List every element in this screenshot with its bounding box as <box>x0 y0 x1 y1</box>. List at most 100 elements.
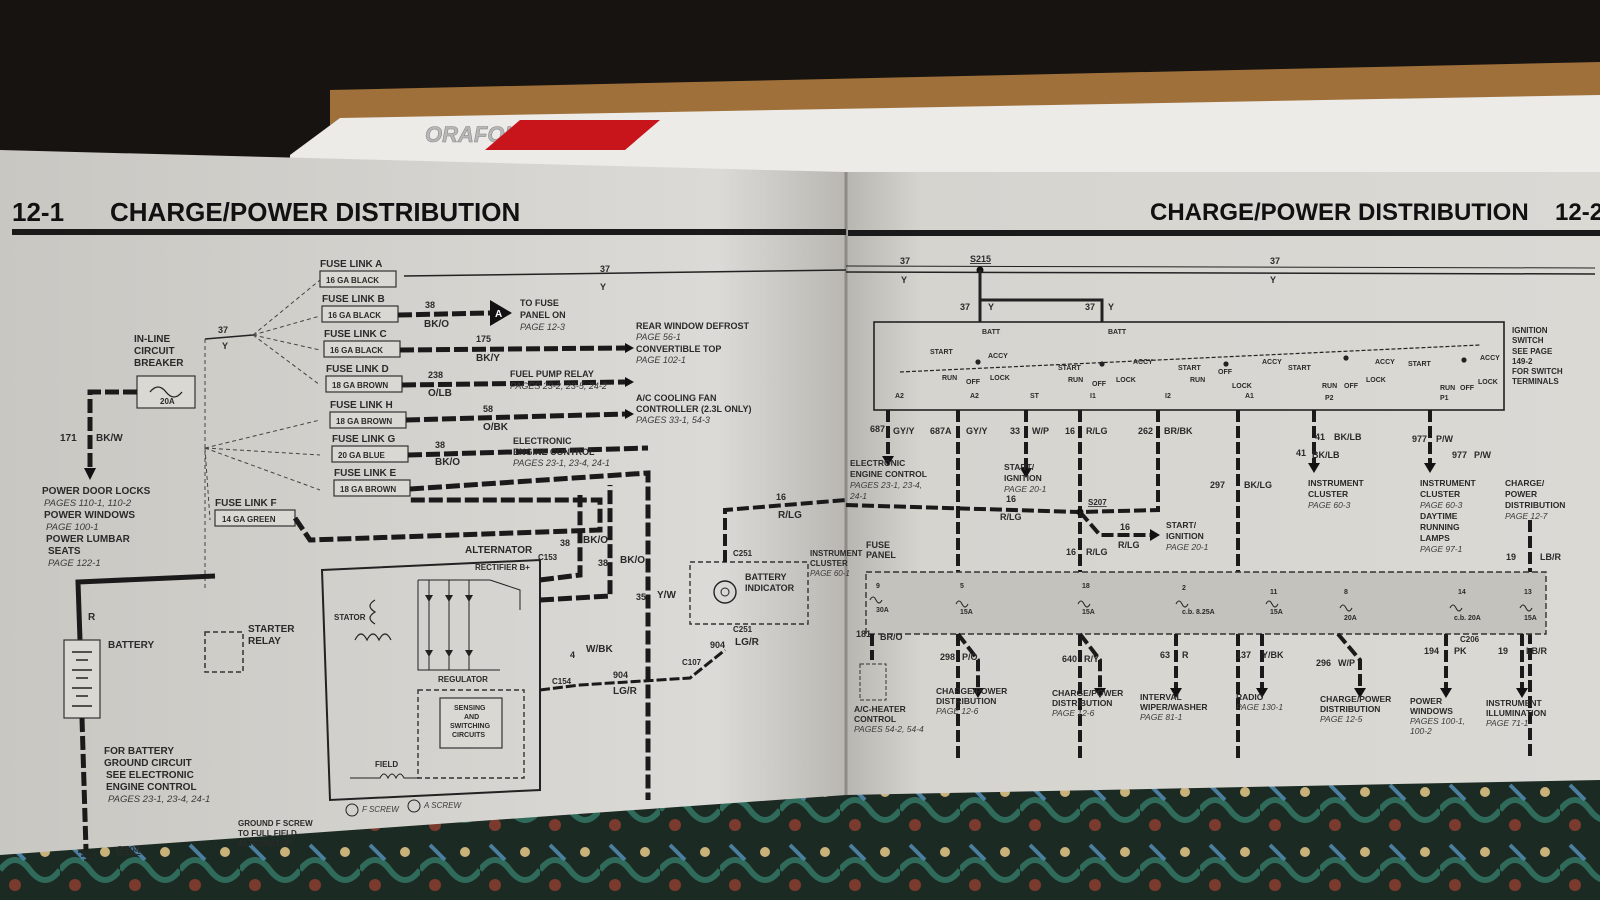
dest-c-3: CONVERTIBLE TOP <box>636 344 721 354</box>
cluster-3: PAGE 60-1 <box>810 569 850 578</box>
battery-indicator-1: BATTERY <box>745 572 787 582</box>
fuse-15a-3: 15A <box>1270 609 1283 616</box>
dest-b-3: PAGE 12-3 <box>520 322 565 332</box>
load-7: PAGE 122-1 <box>48 558 101 569</box>
dest-c-4: PAGE 102-1 <box>636 355 686 365</box>
sw-lock-2: LOCK <box>1116 377 1136 384</box>
wire-35: 35 <box>636 592 646 602</box>
fuse-link-name: FUSE LINK B <box>322 294 385 305</box>
dest-h-3: PAGES 33-1, 54-3 <box>636 415 710 425</box>
sensing-3: SWITCHING <box>450 723 491 730</box>
w262-c: BR/BK <box>1164 426 1193 436</box>
dest1-1: CHARGE/POWER <box>936 686 1007 696</box>
right-page-number: 12-2 <box>1555 199 1600 226</box>
starter-relay-label-1: STARTER <box>248 624 295 635</box>
wire-4-color: W/BK <box>586 644 613 655</box>
load-4: PAGE 100-1 <box>46 522 99 533</box>
dest6-2: WINDOWS <box>1410 706 1453 716</box>
alternator-label: ALTERNATOR <box>465 545 533 556</box>
sw-accy-4: ACCY <box>1375 359 1395 366</box>
fuse-15a-1: 15A <box>960 609 973 616</box>
wire-171: 171 <box>60 433 77 444</box>
charge-2: POWER <box>1505 489 1537 499</box>
w16-c: R/LG <box>1086 426 1108 436</box>
w19-top-c: LB/R <box>1540 552 1561 562</box>
ground-note-1: FOR BATTERY <box>104 746 174 757</box>
dest-b-2: PANEL ON <box>520 310 566 320</box>
fuse-panel-box <box>865 571 1547 635</box>
w33-c: W/P <box>1032 426 1049 436</box>
bw-298-c: P/O <box>962 652 978 662</box>
sw-accy-1: ACCY <box>988 353 1008 360</box>
bw-19-c: LB/R <box>1526 646 1547 656</box>
fuse-link-gauge: 18 GA BROWN <box>340 485 396 494</box>
cluster2-4: DAYTIME <box>1420 511 1458 521</box>
wire-h-color: O/BK <box>483 422 509 433</box>
left-page-number: 12-1 <box>12 197 64 227</box>
w977-c: P/W <box>1436 434 1454 444</box>
fuse-link-name: FUSE LINK D <box>326 364 389 375</box>
right-diagram: 37 Y 37 Y S215 37 Y 37 Y BATT BATT START… <box>845 254 1596 760</box>
battery-wire-r: R <box>88 612 96 623</box>
dest6-4: 100-2 <box>1410 726 1432 736</box>
sw-off-4: OFF <box>1344 383 1359 390</box>
sw-start-2: START <box>1058 365 1082 372</box>
f-screw-label: F SCREW <box>362 805 400 814</box>
w977: 977 <box>1412 434 1427 444</box>
wire-171-color: BK/W <box>96 433 123 444</box>
w687: 687 <box>870 424 885 434</box>
field-label: FIELD <box>375 760 398 769</box>
batt-1: BATT <box>982 329 1001 336</box>
s215-label: S215 <box>970 254 991 264</box>
charge-3: DISTRIBUTION <box>1505 500 1565 510</box>
left-title-rule <box>12 229 846 235</box>
switch-wire-labels: 687 GY/Y 687A GY/Y 33 W/P 16 R/LG 262 BR… <box>870 424 1492 490</box>
dest3-3: PAGE 81-1 <box>1140 712 1183 722</box>
fuse-link-name: FUSE LINK H <box>330 400 393 411</box>
w41: 41 <box>1315 432 1325 442</box>
bw-19: 19 <box>1498 646 1508 656</box>
bw-63: 63 <box>1160 650 1170 660</box>
cluster2-7: PAGE 97-1 <box>1420 544 1463 554</box>
battery-indicator-box <box>689 561 809 625</box>
w687-c: GY/Y <box>893 426 915 436</box>
wire-904b-color: LG/R <box>735 637 760 648</box>
bw-194: 194 <box>1424 646 1439 656</box>
wire-16-left: 16 <box>776 492 786 502</box>
alt-wire-38b: 38 <box>598 558 608 568</box>
fuse-link-gauge: 16 GA BLACK <box>330 346 383 355</box>
left-page-title: CHARGE/POWER DISTRIBUTION <box>110 197 520 227</box>
sensing-1: SENSING <box>454 705 486 712</box>
bw-137: 137 <box>1236 650 1251 660</box>
dest6-3: PAGES 100-1, <box>1410 716 1465 726</box>
cluster-r-2: CLUSTER <box>1308 489 1348 499</box>
dest5-3: PAGE 12-5 <box>1320 714 1363 724</box>
eec-1: ELECTRONIC <box>850 458 905 468</box>
r-wire-ya: Y <box>901 275 907 285</box>
ground-f-3: ALTERNATOR <box>238 839 292 848</box>
sw-off-3: OFF <box>1218 369 1233 376</box>
sw-run-3: RUN <box>1190 377 1205 384</box>
sw-run-4: RUN <box>1322 383 1337 390</box>
bw-296: 296 <box>1316 658 1331 668</box>
wire-d-num: 238 <box>428 370 443 380</box>
right-page <box>846 172 1600 795</box>
white-box <box>290 95 1600 175</box>
w33: 33 <box>1010 426 1020 436</box>
dest2-3: PAGE 12-6 <box>1052 708 1095 718</box>
wire-35-color: Y/W <box>657 590 676 601</box>
start-ign1-2: IGNITION <box>1004 473 1042 483</box>
cluster2-6: LAMPS <box>1420 533 1450 543</box>
cluster-r-3: PAGE 60-3 <box>1308 500 1351 510</box>
sw-off-5: OFF <box>1460 385 1475 392</box>
w687a-c: GY/Y <box>966 426 988 436</box>
batt-2: BATT <box>1108 329 1127 336</box>
w16-right: 16 <box>1120 522 1130 532</box>
dest-d-2: PAGES 23-2, 23-5, 24-2 <box>510 381 607 391</box>
sw-start-1: START <box>930 349 954 356</box>
eec-2: ENGINE CONTROL <box>850 469 927 479</box>
dest-g-3: PAGES 23-1, 23-4, 24-1 <box>513 458 610 468</box>
fuse-30a: 30A <box>876 607 889 614</box>
fuse-link-gauge: 16 GA BLACK <box>328 311 381 320</box>
brand-stripe <box>485 120 660 150</box>
